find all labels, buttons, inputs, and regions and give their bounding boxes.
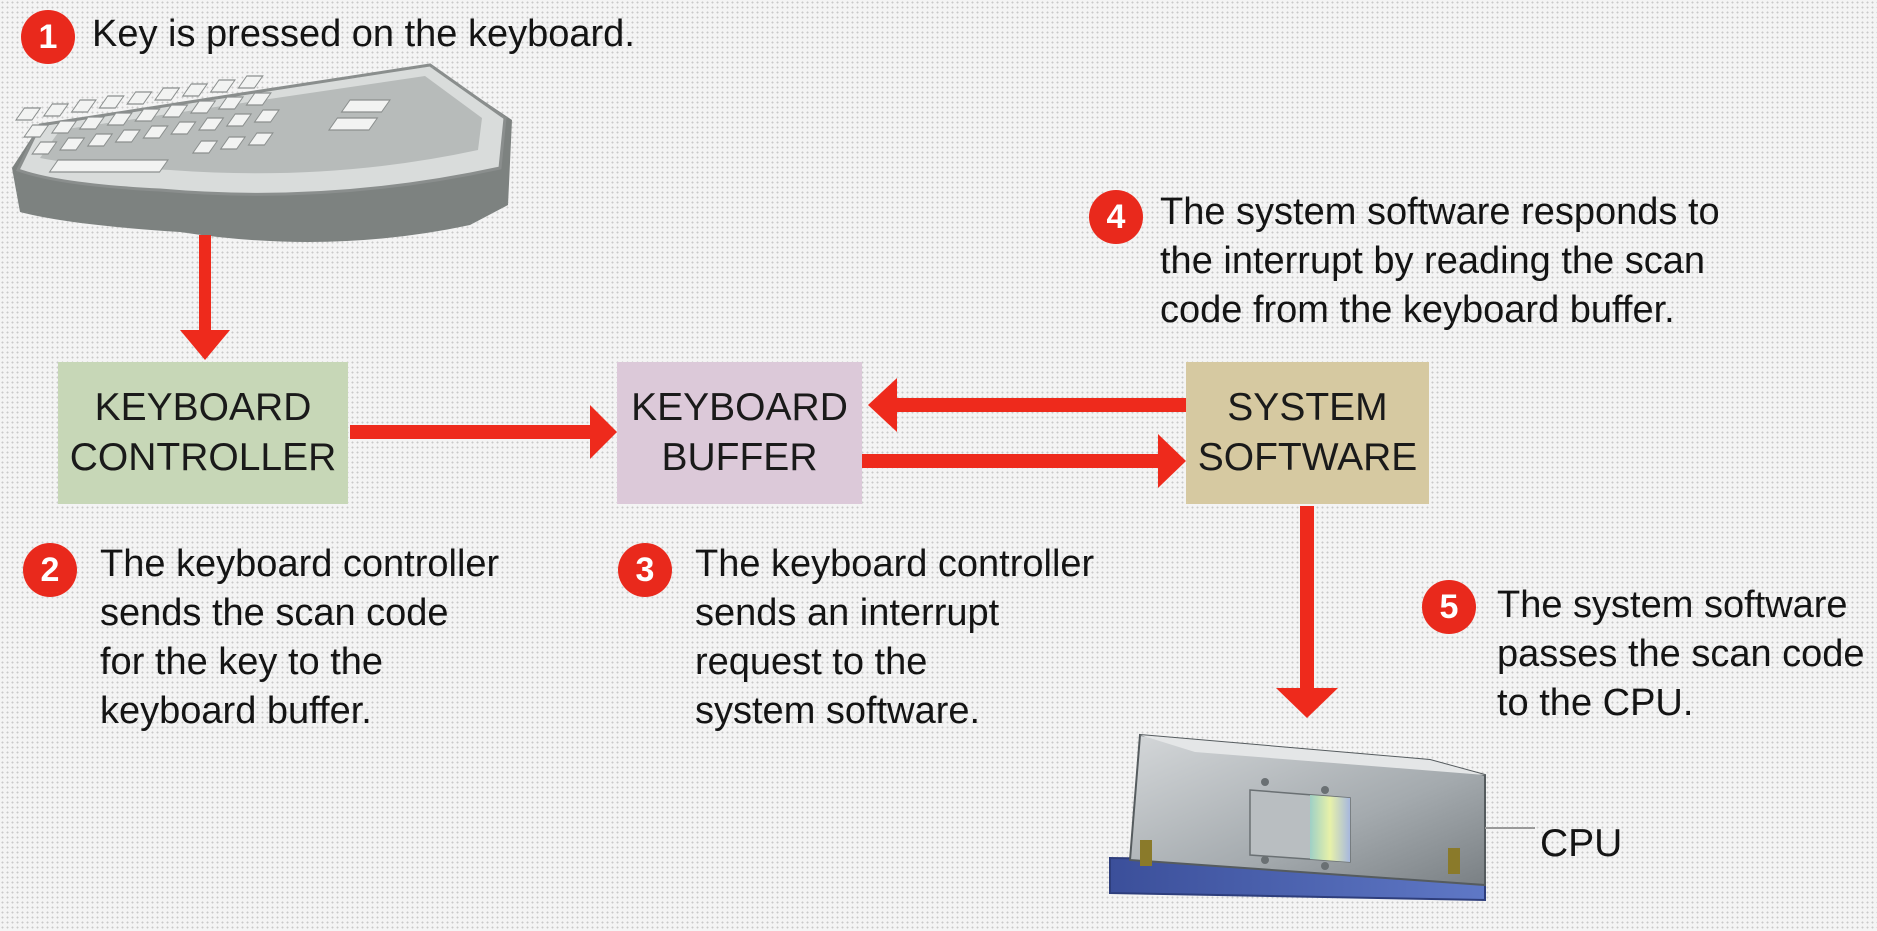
- keyboard-controller-box: KEYBOARD CONTROLLER: [58, 362, 348, 504]
- step-1-badge: 1: [21, 10, 75, 64]
- step-4-text: The system software responds to the inte…: [1160, 188, 1720, 335]
- step-2-text: The keyboard controller sends the scan c…: [100, 540, 499, 736]
- arrow-system-to-buffer: [868, 378, 1186, 432]
- step-1-line: Key is pressed on the keyboard.: [92, 13, 635, 55]
- keyboard-buffer-box: KEYBOARD BUFFER: [617, 362, 862, 504]
- system-software-box: SYSTEM SOFTWARE: [1186, 362, 1429, 504]
- step-3-line: The keyboard controller: [695, 543, 1095, 585]
- keyboard-buffer-label-line: KEYBOARD: [631, 386, 848, 429]
- cpu-label: CPU: [1540, 822, 1623, 865]
- step-3-text: The keyboard controller sends an interru…: [695, 540, 1094, 736]
- cpu-chip-icon: [1109, 733, 1535, 902]
- system-software-label-line: SYSTEM: [1227, 386, 1388, 429]
- keyboard-controller-label-line: CONTROLLER: [69, 436, 337, 479]
- keyboard-controller-label-line: KEYBOARD: [94, 386, 312, 429]
- step-1-text: Key is pressed on the keyboard.: [92, 10, 635, 59]
- arrow-keyboard-to-controller: [180, 235, 230, 360]
- system-software-label-line: SOFTWARE: [1197, 436, 1418, 479]
- step-5-text: The system software passes the scan code…: [1497, 581, 1865, 728]
- arrow-controller-to-buffer: [350, 405, 617, 459]
- step-2-badge: 2: [23, 543, 77, 597]
- keyboard-buffer-label-line: BUFFER: [661, 436, 818, 479]
- step-2-line: The keyboard controller: [100, 543, 500, 585]
- step-4-line: code from the keyboard buffer.: [1160, 289, 1675, 331]
- step-4-line: the interrupt by reading the scan: [1160, 240, 1706, 282]
- step-2-line: sends the scan code: [100, 592, 449, 634]
- step-3-line: sends an interrupt: [695, 592, 1000, 634]
- step-5-badge: 5: [1422, 580, 1476, 634]
- step-5-line: The system software: [1497, 584, 1848, 626]
- step-4-line: The system software responds to: [1160, 191, 1720, 233]
- step-5-line: to the CPU.: [1497, 682, 1694, 724]
- step-3-line: system software.: [695, 690, 981, 732]
- step-2-line: for the key to the: [100, 641, 384, 683]
- arrow-system-to-cpu: [1276, 506, 1338, 718]
- step-2-line: keyboard buffer.: [100, 690, 372, 732]
- step-4-badge: 4: [1089, 190, 1143, 244]
- step-5-line: passes the scan code: [1497, 633, 1865, 675]
- step-3-badge: 3: [618, 543, 672, 597]
- arrow-buffer-to-system: [862, 434, 1186, 488]
- keyboard-icon: [12, 63, 512, 242]
- step-3-line: request to the: [695, 641, 928, 683]
